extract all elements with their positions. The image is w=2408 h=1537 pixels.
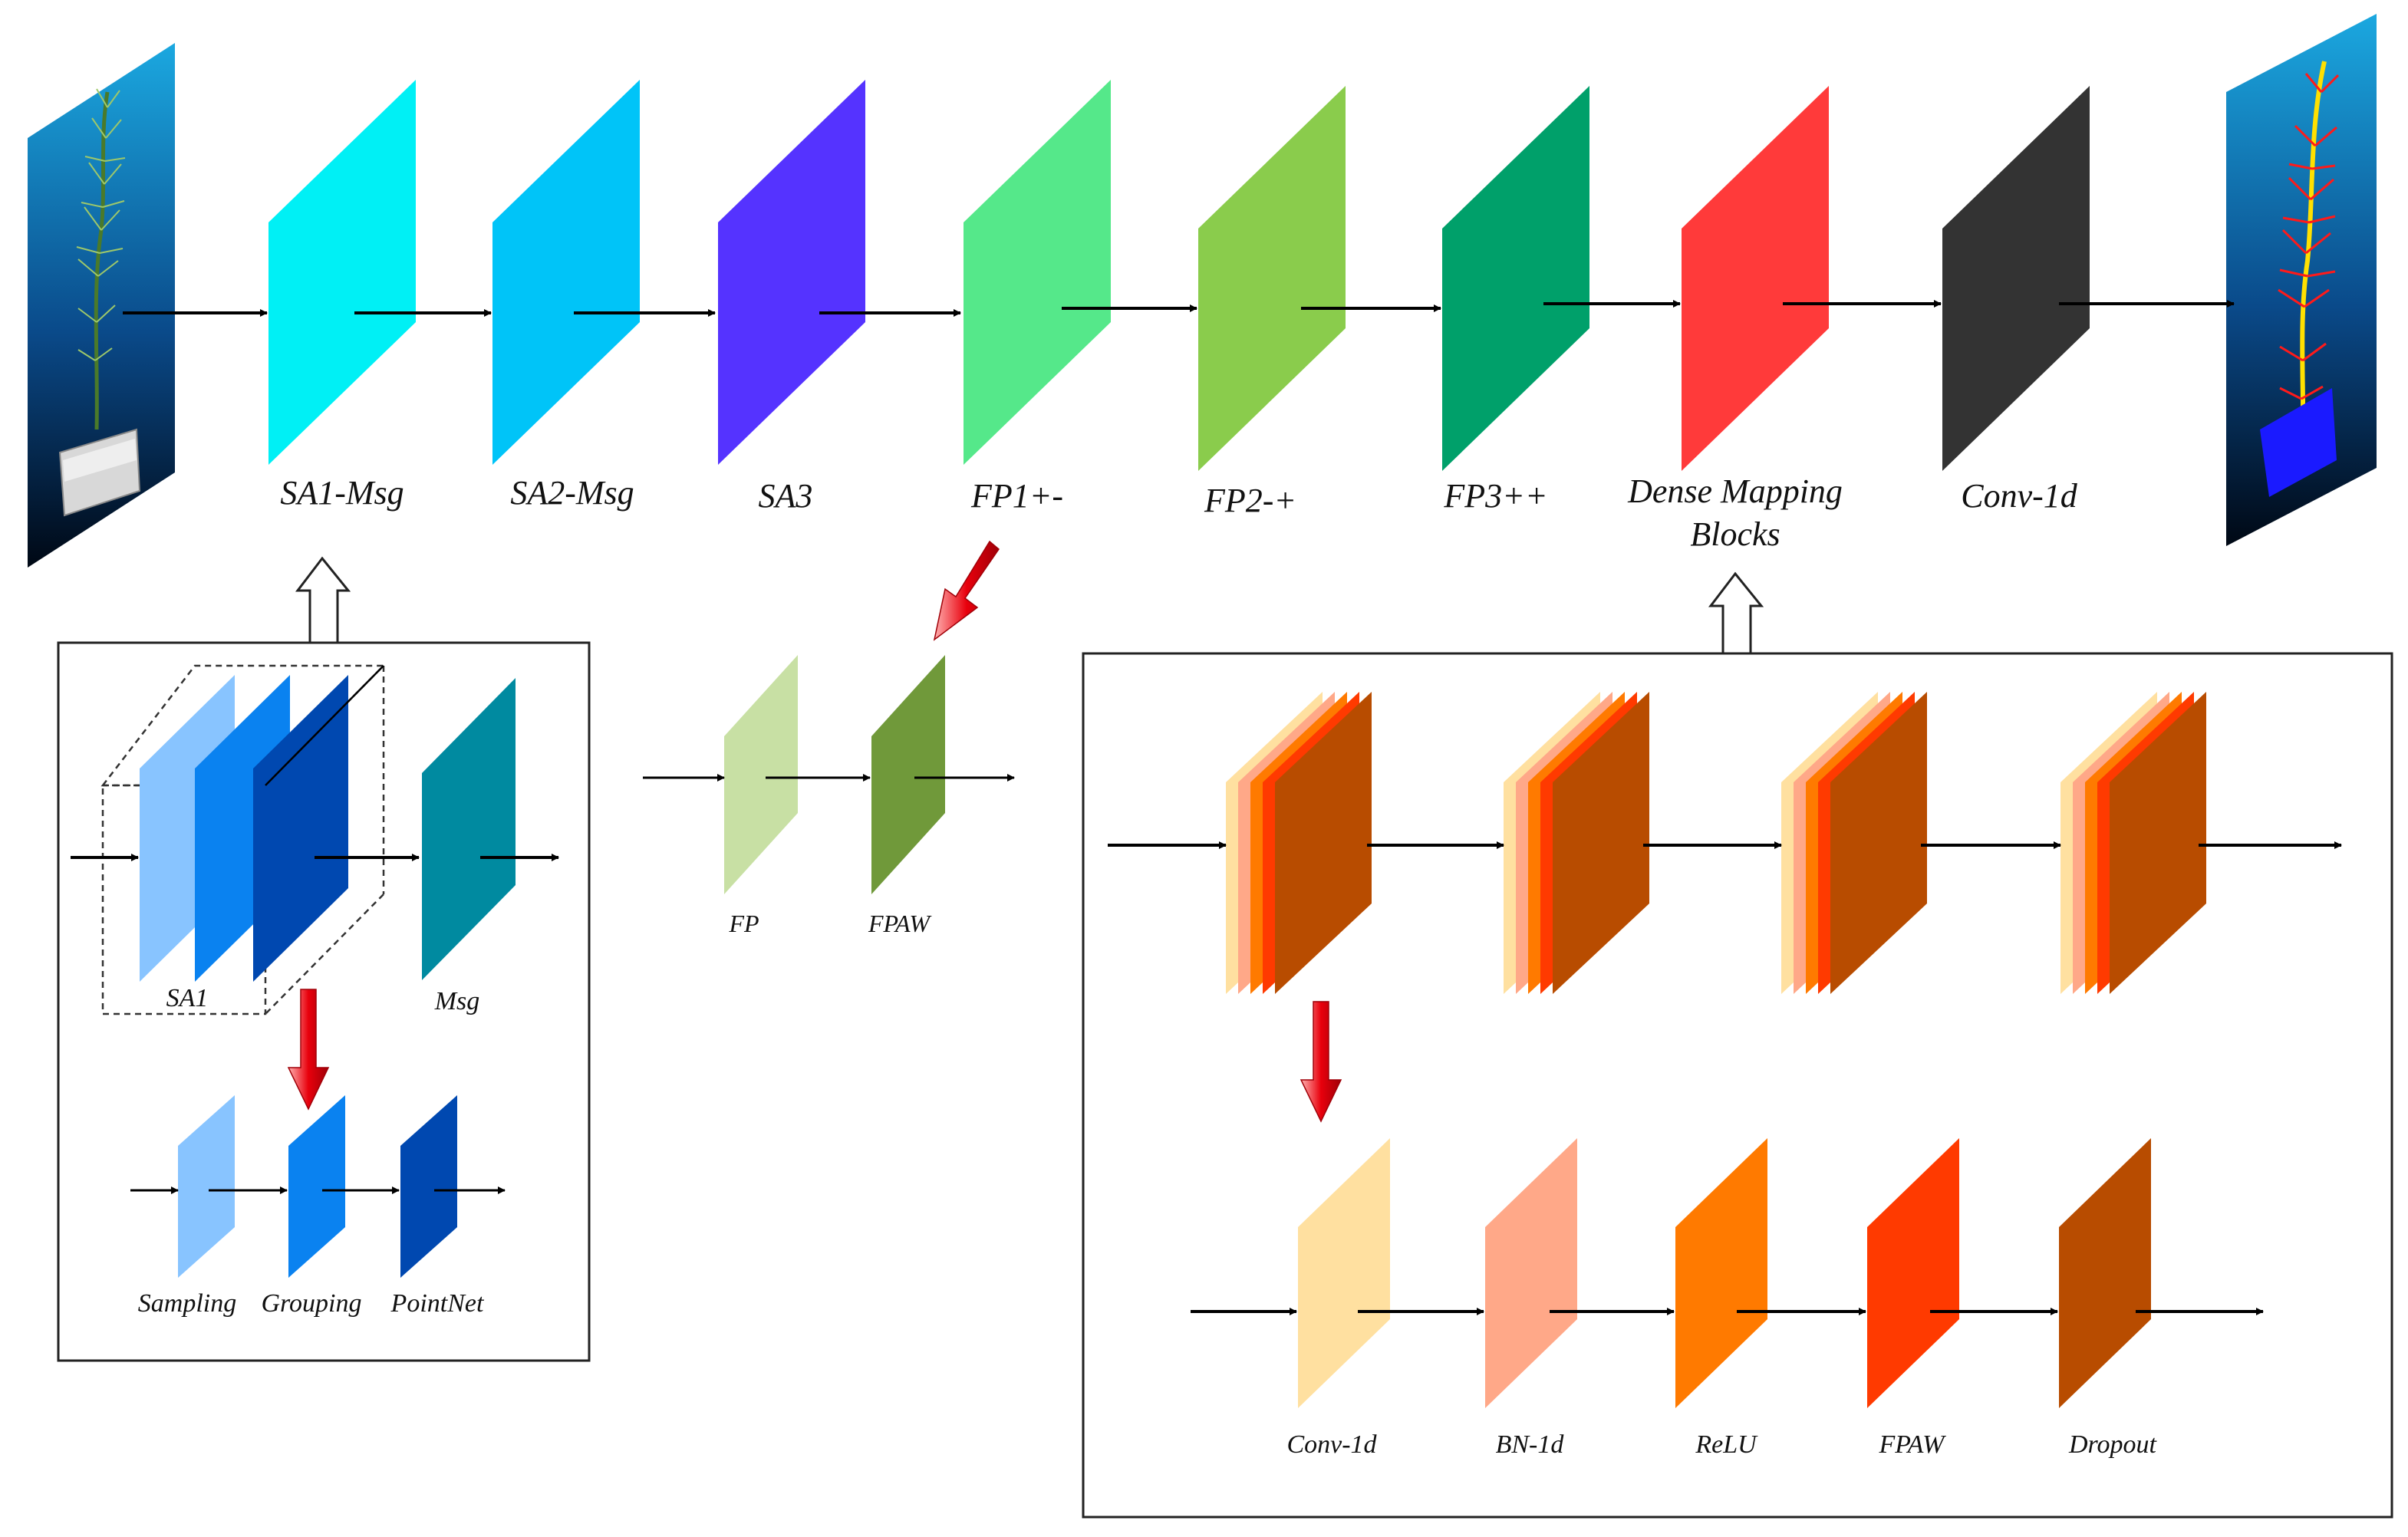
panel-sa3 bbox=[718, 80, 865, 465]
fp-detail bbox=[643, 540, 1015, 894]
step-conv-1d bbox=[1298, 1138, 1390, 1408]
fp-panel bbox=[724, 655, 798, 894]
panel-sa1-msg bbox=[268, 80, 416, 465]
step-dropout bbox=[2059, 1138, 2151, 1408]
label-pointnet: PointNet bbox=[390, 1289, 484, 1318]
label-step-relu: ReLU bbox=[1695, 1430, 1757, 1459]
hollow-up-arrow-sa bbox=[295, 556, 351, 644]
label-fpaw-small: FPAW bbox=[868, 910, 930, 937]
label-sa2-msg: SA2-Msg bbox=[510, 474, 634, 512]
step-grouping bbox=[288, 1095, 345, 1278]
msg-panel bbox=[422, 678, 516, 980]
label-sa3: SA3 bbox=[758, 477, 813, 515]
dense-block-3 bbox=[1781, 692, 1927, 994]
label-dense-line1: Dense Mapping bbox=[1628, 472, 1843, 510]
red-down-arrow-sa bbox=[287, 989, 330, 1111]
label-fp1: FP1+- bbox=[970, 477, 1064, 515]
label-grouping: Grouping bbox=[261, 1289, 362, 1318]
seedling-plant-icon bbox=[58, 88, 141, 517]
label-conv-1d: Conv-1d bbox=[1961, 477, 2077, 515]
label-fp3: FP3++ bbox=[1444, 477, 1548, 515]
dense-block-2 bbox=[1504, 692, 1649, 994]
label-step-bn-1d: BN-1d bbox=[1495, 1430, 1564, 1459]
label-sampling: Sampling bbox=[137, 1289, 237, 1318]
panel-conv-1d bbox=[1942, 86, 2090, 471]
panel-sa2-msg bbox=[492, 80, 640, 465]
step-sampling bbox=[178, 1095, 235, 1278]
step-fpaw bbox=[1867, 1138, 1959, 1408]
red-down-arrow-dense bbox=[1300, 1001, 1342, 1123]
dense-block-3-layer-5 bbox=[1830, 692, 1927, 994]
segmented-plant-icon bbox=[2260, 61, 2340, 497]
panel-fp2 bbox=[1198, 86, 1346, 471]
label-fp: FP bbox=[729, 910, 759, 937]
fpaw-panel bbox=[871, 655, 945, 894]
label-fp2: FP2-+ bbox=[1204, 482, 1297, 519]
input-image bbox=[28, 43, 175, 568]
panel-fp3 bbox=[1442, 86, 1589, 471]
label-step-dropout: Dropout bbox=[2069, 1430, 2156, 1459]
label-step-fpaw: FPAW bbox=[1879, 1430, 1945, 1459]
label-sa1-msg: SA1-Msg bbox=[280, 474, 404, 512]
label-step-conv-1d: Conv-1d bbox=[1286, 1430, 1377, 1459]
panel-fp1 bbox=[964, 80, 1111, 465]
label-msg: Msg bbox=[434, 987, 480, 1015]
step-relu bbox=[1675, 1138, 1767, 1408]
dense-detail-box bbox=[1082, 571, 2393, 1519]
step-pointnet bbox=[400, 1095, 457, 1278]
hollow-up-arrow-dense bbox=[1708, 571, 1764, 655]
step-bn-1d bbox=[1485, 1138, 1577, 1408]
sa1-layer-3 bbox=[253, 675, 348, 982]
red-diagonal-arrow-fp bbox=[933, 540, 1000, 641]
output-image bbox=[2226, 14, 2377, 546]
sa-detail-box bbox=[57, 556, 591, 1362]
label-sa1: SA1 bbox=[166, 984, 209, 1012]
label-dense-line2: Blocks bbox=[1690, 515, 1780, 553]
dense-block-1-layer-5 bbox=[1275, 692, 1372, 994]
dense-block-1 bbox=[1226, 692, 1372, 994]
pipeline-panels bbox=[268, 80, 2090, 471]
pipeline-arrows bbox=[123, 300, 2235, 317]
panel-dense-mapping bbox=[1682, 86, 1829, 471]
dense-block-2-layer-5 bbox=[1553, 692, 1649, 994]
dense-block-4-layer-5 bbox=[2110, 692, 2206, 994]
dense-block-4 bbox=[2060, 692, 2206, 994]
